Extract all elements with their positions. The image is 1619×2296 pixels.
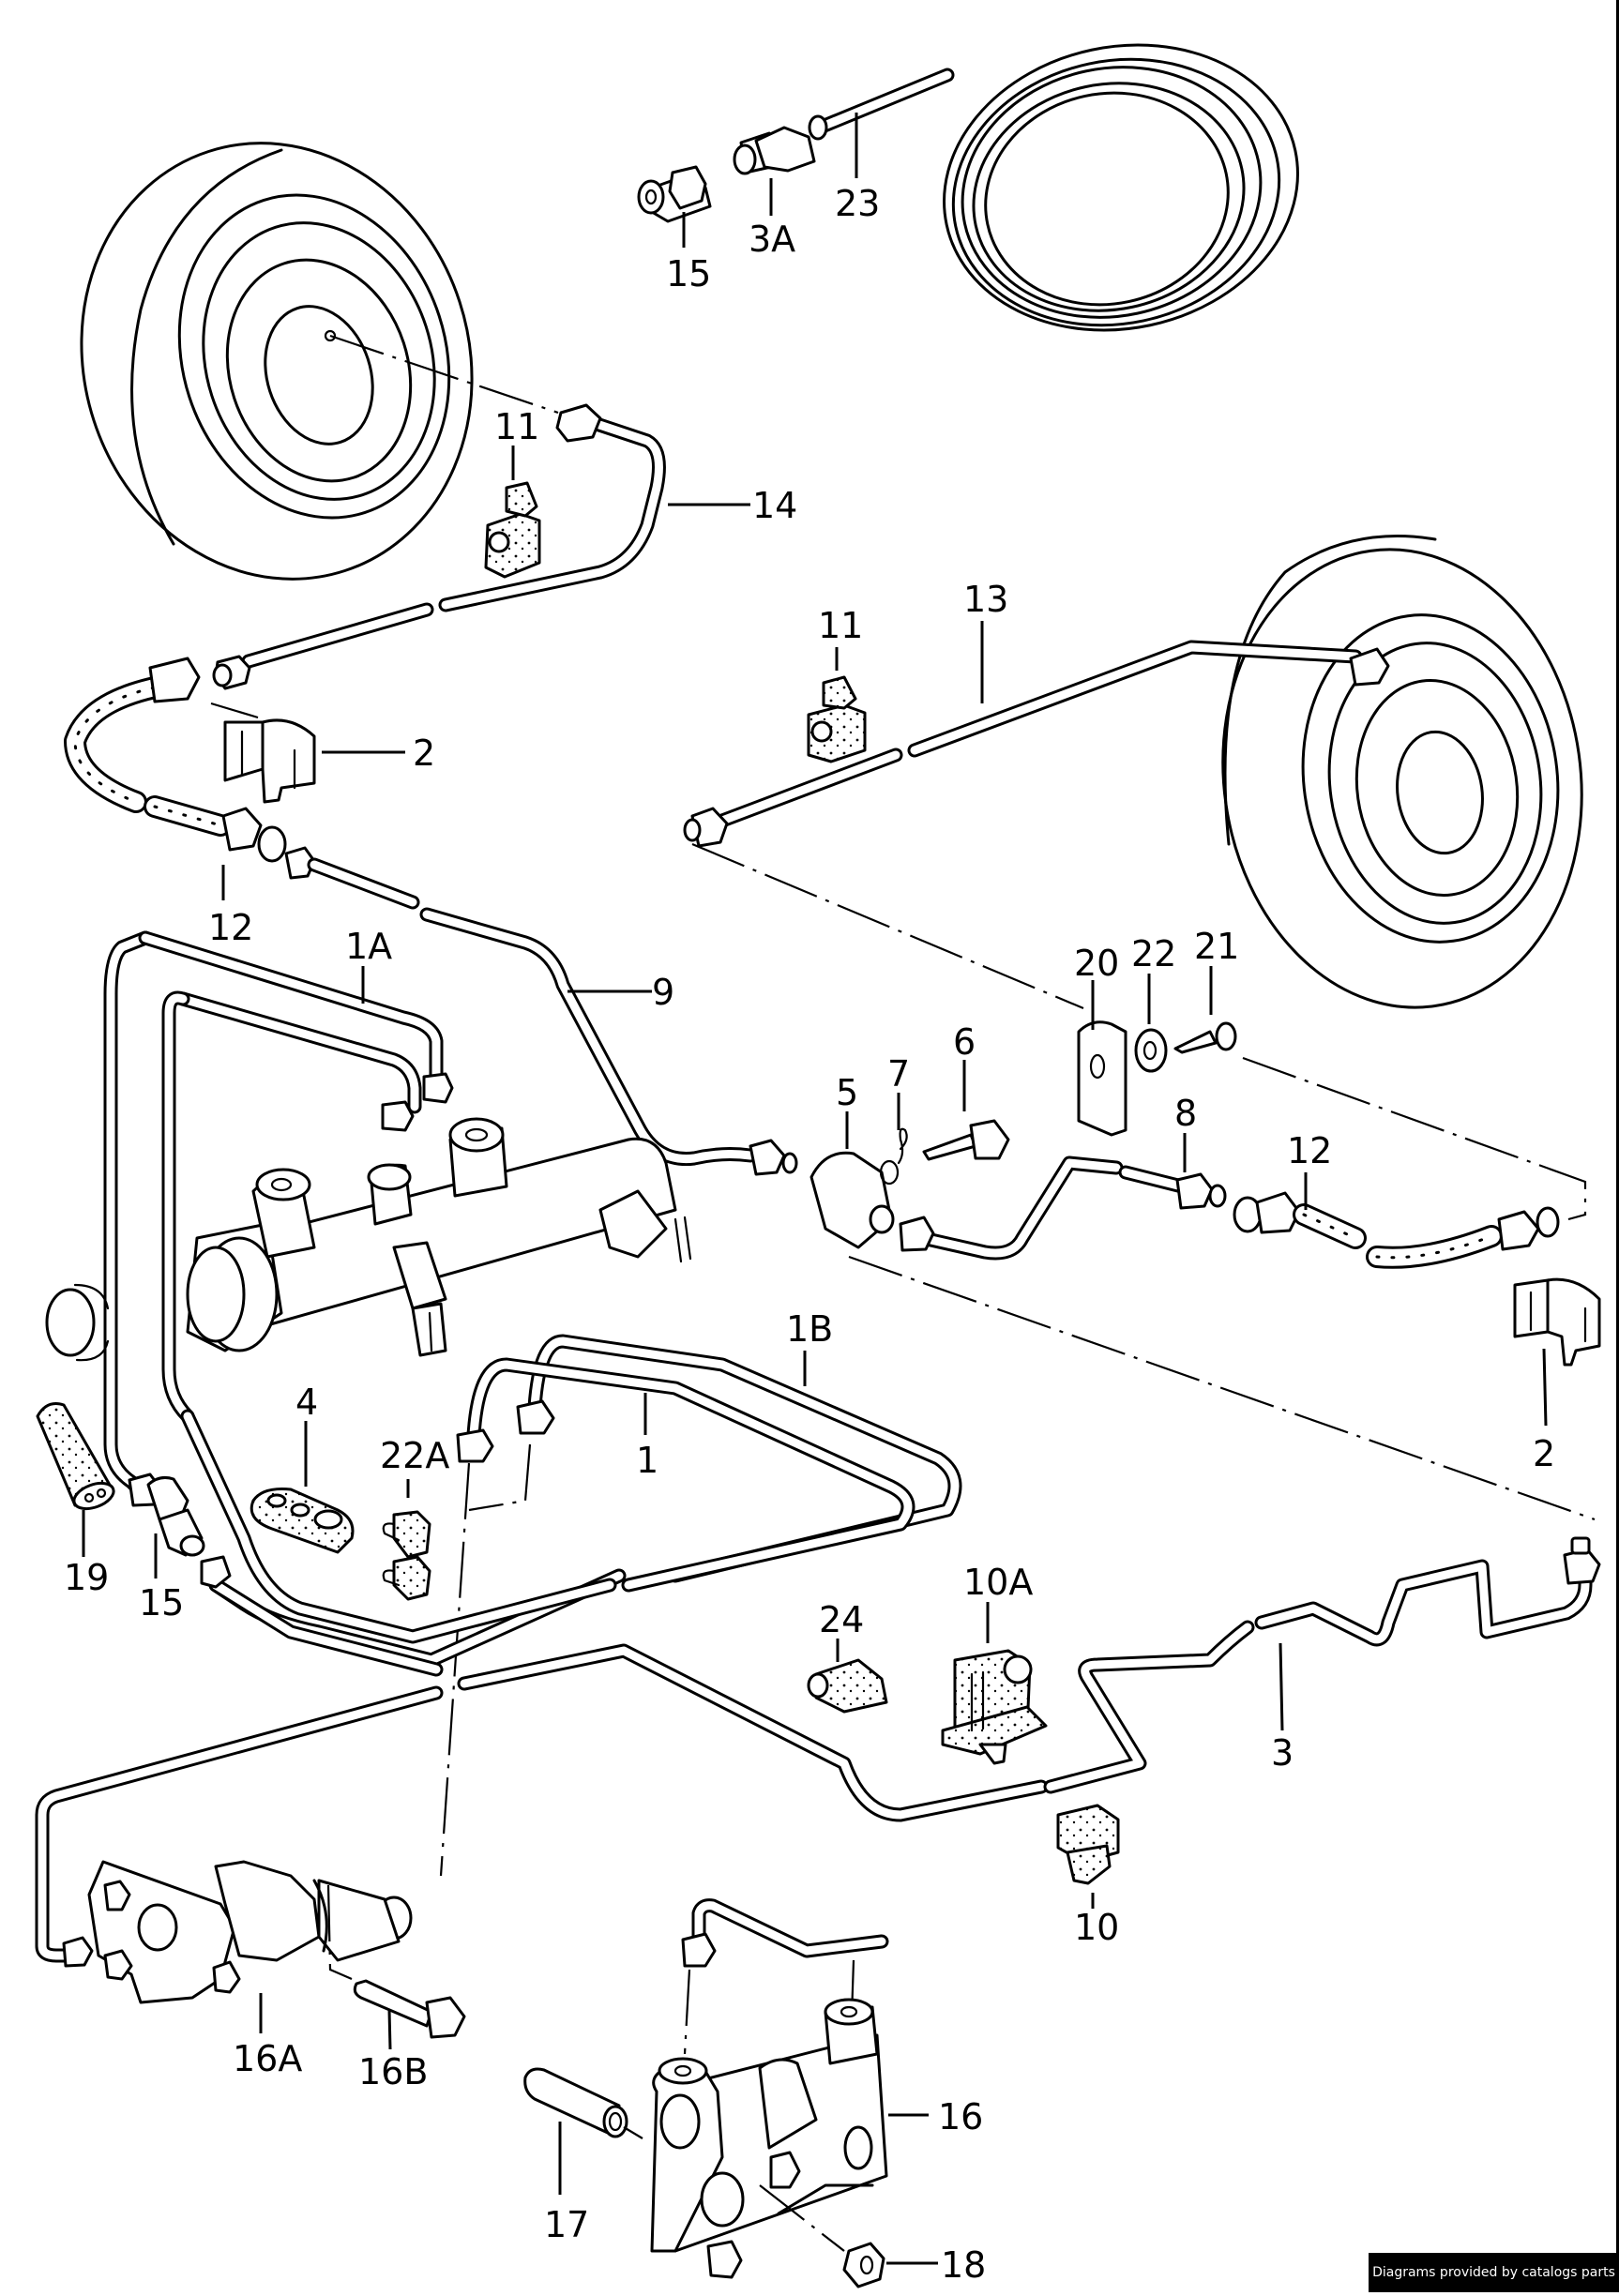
fitting-15-top[interactable] (637, 165, 712, 223)
label-14: 14 (752, 485, 797, 526)
label-9: 9 (652, 972, 674, 1013)
label-16: 16 (938, 2096, 983, 2137)
label-16B: 16B (358, 2051, 428, 2092)
label-15-left: 15 (139, 1582, 184, 1624)
sleeve-19[interactable] (36, 1402, 117, 1514)
brake-hose-12-right[interactable] (1233, 1191, 1560, 1269)
screw-6[interactable] (922, 1119, 1010, 1161)
bolt-16B[interactable] (353, 1979, 466, 2039)
label-17: 17 (544, 2204, 589, 2245)
fitting-8[interactable] (1175, 1172, 1227, 1210)
sleeve-17[interactable] (523, 2067, 628, 2138)
screw-21[interactable] (1173, 1021, 1237, 1054)
label-18: 18 (941, 2244, 986, 2286)
label-1A: 1A (345, 926, 392, 967)
clip-11-left[interactable] (484, 481, 541, 579)
brake-line-13[interactable] (683, 640, 1390, 848)
credit-banner: Diagrams provided by catalogs parts (1369, 2253, 1619, 2292)
label-8: 8 (1174, 1093, 1197, 1134)
label-12-left: 12 (208, 907, 253, 948)
label-4: 4 (295, 1382, 318, 1423)
frame-border-right (1616, 0, 1619, 2292)
clip-10A[interactable] (941, 1649, 1048, 1765)
regulator-outlet-pipe[interactable] (899, 1156, 1189, 1261)
clip-22A[interactable] (382, 1510, 431, 1601)
label-15-top: 15 (666, 253, 711, 295)
label-13: 13 (963, 579, 1008, 620)
clip-2-left[interactable] (223, 718, 316, 804)
label-19: 19 (64, 1557, 109, 1598)
label-11-left: 11 (494, 406, 539, 447)
regulator-pipe[interactable] (681, 1898, 889, 1968)
pipe-1A[interactable] (103, 930, 454, 1507)
label-12-right: 12 (1287, 1130, 1332, 1171)
label-23: 23 (835, 183, 880, 224)
label-2-left: 2 (413, 733, 435, 774)
label-20: 20 (1074, 943, 1119, 984)
label-3A: 3A (749, 219, 795, 260)
label-10: 10 (1074, 1907, 1119, 1948)
label-2-right: 2 (1533, 1433, 1555, 1474)
label-11-right: 11 (818, 605, 863, 646)
label-22: 22 (1131, 933, 1176, 974)
brake-line-14[interactable] (212, 403, 666, 690)
brake-line-coil-23[interactable] (808, 13, 1324, 362)
fitting-15-left[interactable] (146, 1476, 232, 1589)
label-1: 1 (636, 1440, 658, 1481)
fitting-3A[interactable] (733, 126, 816, 175)
pressure-regulator-5[interactable] (810, 1151, 900, 1249)
nut-18[interactable] (842, 2242, 885, 2288)
grommet-4[interactable] (250, 1488, 355, 1554)
clip-24[interactable] (807, 1658, 888, 1714)
label-3: 3 (1271, 1732, 1294, 1774)
bracket-20[interactable] (1077, 1020, 1127, 1137)
brake-cylinder-16A[interactable] (87, 1860, 413, 2004)
label-16A: 16A (233, 2038, 302, 2079)
label-6: 6 (953, 1021, 976, 1063)
pipe-1[interactable] (456, 1357, 915, 1593)
brake-line-3[interactable] (1043, 1536, 1601, 1794)
wheel-left (80, 142, 474, 581)
wheel-right (1221, 535, 1583, 1009)
pipe-to-16A[interactable] (35, 1685, 444, 1968)
label-21: 21 (1194, 926, 1239, 967)
label-1B: 1B (786, 1308, 833, 1350)
clip-11-right[interactable] (807, 675, 867, 763)
spring-clip-7[interactable] (897, 1127, 908, 1165)
clip-10[interactable] (1056, 1804, 1120, 1885)
master-cylinder[interactable] (45, 1117, 692, 1362)
brake-pressure-regulator-16[interactable] (650, 1998, 888, 2279)
long-pipe-lower[interactable] (208, 1578, 1049, 1822)
label-5: 5 (836, 1072, 858, 1113)
label-22A: 22A (380, 1435, 449, 1476)
label-7: 7 (887, 1053, 910, 1095)
clip-2-right[interactable] (1513, 1277, 1601, 1367)
label-24: 24 (819, 1599, 864, 1640)
label-10A: 10A (963, 1562, 1033, 1603)
brake-hose-12-left[interactable] (64, 657, 420, 910)
washer-22[interactable] (1134, 1028, 1168, 1073)
